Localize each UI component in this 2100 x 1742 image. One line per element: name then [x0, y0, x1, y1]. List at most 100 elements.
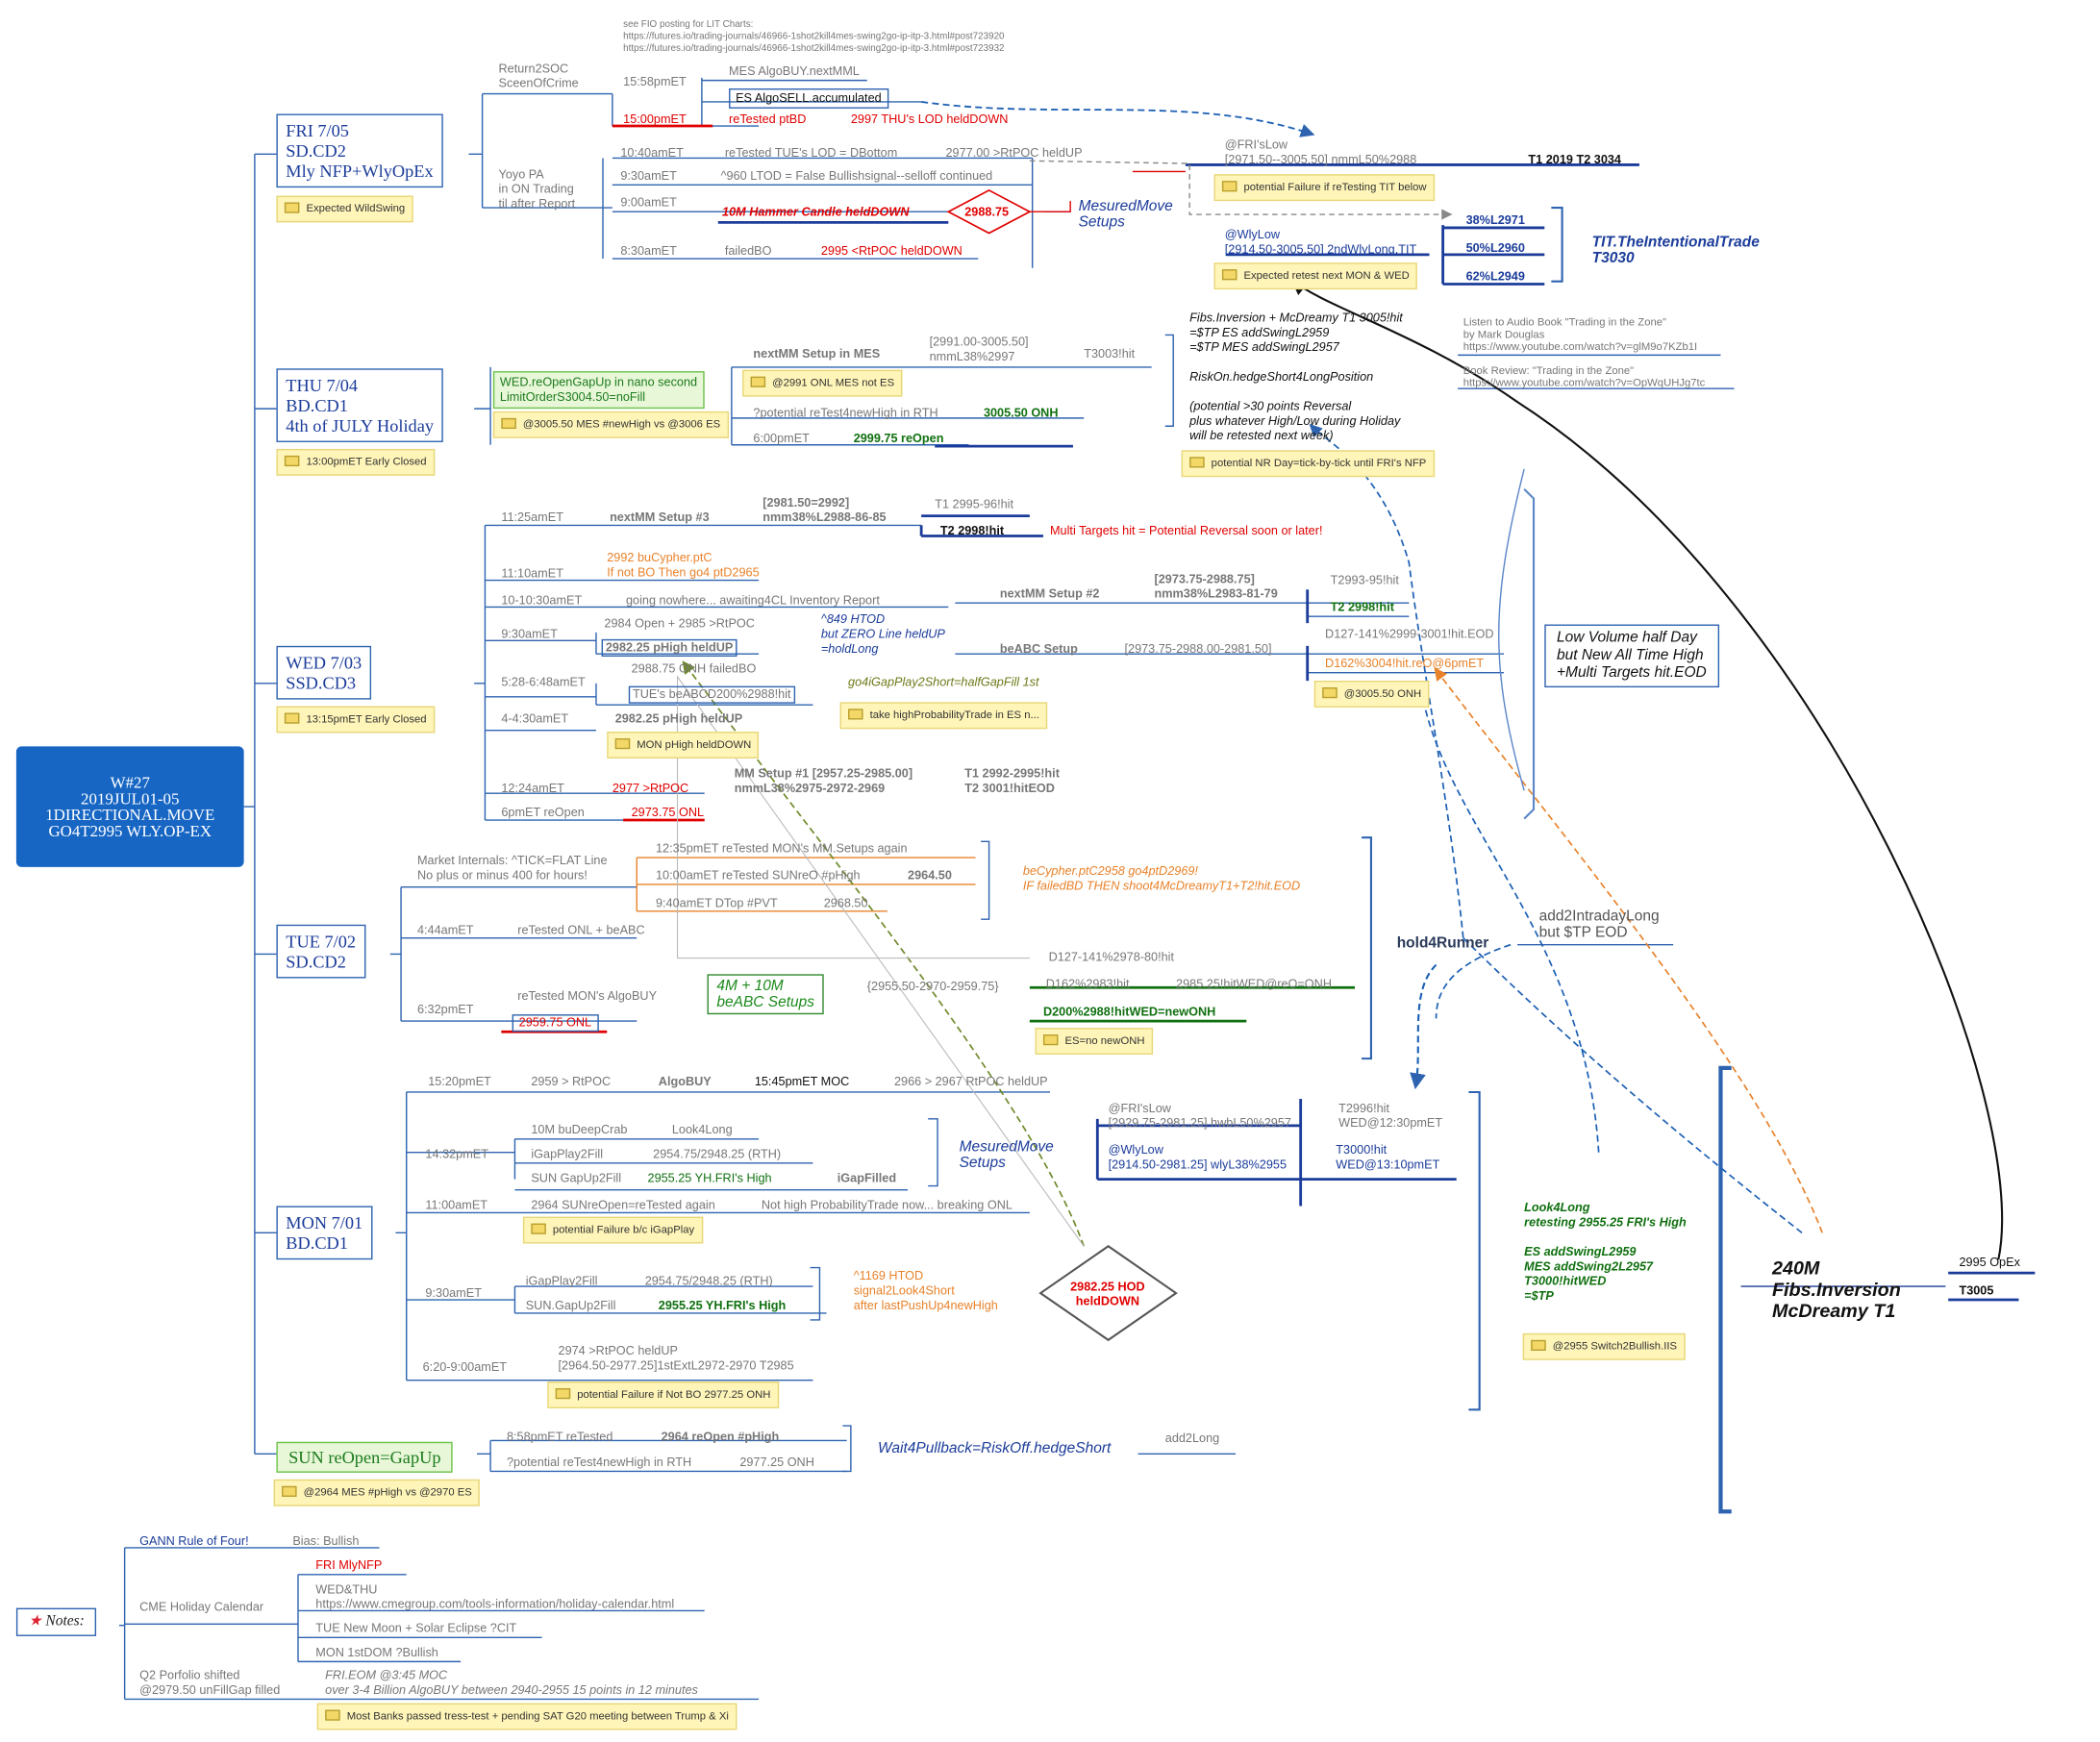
held-2974: 2974 >RtPOC heldUP [2964.50-2977.25]1stE…	[558, 1344, 794, 1373]
opex: 2995 OpEx	[1959, 1256, 2020, 1269]
retested-tue: reTested TUE's LOD = DBottom	[724, 145, 898, 160]
t3003: T3003!hit	[1084, 347, 1136, 361]
topic-tue[interactable]: TUE 7/02 SD.CD2	[276, 924, 365, 979]
note-onh3005[interactable]: @3005.50 ONH	[1313, 681, 1430, 708]
hod-2982: 2982.25 HOD heldDOWN	[1070, 1280, 1145, 1308]
note-banks[interactable]: Most Banks passed tress-test + pending S…	[316, 1703, 738, 1730]
mm1-targets: T1 2992-2995!hit T2 3001!hitEOD	[964, 766, 1060, 795]
t2993: T2993-95!hit	[1330, 573, 1399, 587]
fio-links[interactable]: see FIO posting for LIT Charts: https://…	[623, 19, 1005, 54]
time-1235: 12:35pmET reTested MON's MM.Setups again	[655, 841, 908, 856]
setups-4m: 4M + 10M beABC Setups	[707, 974, 824, 1015]
htod-849: ^849 HTOD but ZERO Line heldUP =holdLong	[820, 611, 945, 656]
time-1110: 11:10amET	[501, 566, 563, 581]
central-topic[interactable]: W#27 2019JUL01-05 1DIRECTIONAL.MOVE GO4T…	[15, 746, 244, 867]
wait4pullback: Wait4Pullback=RiskOff.hedgeShort	[878, 1440, 1112, 1457]
htod-1169: ^1169 HTOD signal2Look4Short after lastP…	[853, 1268, 998, 1312]
retest-rth: ?potential reTest4newHigh in RTH	[753, 406, 938, 420]
q2-portfolio: Q2 Porfolio shifted @2979.50 unFillGap f…	[139, 1668, 281, 1697]
star-icon: ★	[28, 1613, 42, 1630]
d162: D162%3004!hit.reO@6pmET	[1325, 656, 1485, 670]
time-1558: 15:58pmET	[623, 75, 687, 88]
topic-wed[interactable]: WED 7/03 SSD.CD3	[276, 645, 372, 700]
note-notbo[interactable]: potential Failure if Not BO 2977.25 ONH	[547, 1381, 779, 1408]
diamond-2988: 2988.75	[964, 205, 1010, 219]
note-highprob[interactable]: take highProbabilityTrade in ES n...	[839, 702, 1048, 730]
algobuy: AlgoBUY	[658, 1074, 712, 1088]
note-mon-phigh[interactable]: MON pHigh heldDOWN	[607, 732, 760, 759]
wly-low-2: @WlyLow [2914.50-2981.25] wlyL38%2955	[1108, 1142, 1288, 1172]
time-900: 9:00amET	[620, 195, 677, 210]
reopen-2999: 2999.75 reOpen	[853, 431, 944, 445]
reopen-2964: 2964 reOpen #pHigh	[661, 1430, 780, 1444]
look4long-block: Look4Long retesting 2955.25 FRI's High E…	[1524, 1200, 1687, 1303]
nmm-range: [2991.00-3005.50] nmmL38%2997	[929, 335, 1029, 363]
nmm2-range: [2973.75-2988.75] nmm38%L2983-81-79	[1154, 572, 1278, 601]
time-444: 4:44amET	[416, 923, 474, 937]
note-nr-day[interactable]: potential NR Day=tick-by-tick until FRI'…	[1181, 450, 1435, 478]
book-review[interactable]: Book Review: "Trading in the Zone" https…	[1462, 364, 1706, 389]
retested-mon: reTested MON's AlgoBUY	[517, 988, 658, 1003]
note-wly-low[interactable]: Expected retest next MON & WED	[1213, 262, 1418, 290]
big-240m: 240M Fibs.Inversion McDreamy T1	[1772, 1257, 1901, 1322]
igap2-v: 2954.75/2948.25 (RTH)	[644, 1274, 773, 1288]
tit-label: TIT.TheIntentionalTrade T3030	[1591, 234, 1760, 267]
val-2964: 2964.50	[908, 868, 952, 883]
time-1000: 10:00amET reTested SUNreO #pHigh	[655, 868, 861, 883]
onh-3005: 3005.50 ONH	[983, 406, 1059, 420]
wedthu[interactable]: WED&THU https://www.cmegroup.com/tools-i…	[315, 1582, 675, 1611]
d162b: D162%2983!hit	[1045, 977, 1130, 991]
fib-50: 50%L2960	[1465, 240, 1525, 255]
igap-v: 2954.75/2948.25 (RTH)	[653, 1147, 782, 1161]
time-1030: 10-10:30amET	[501, 593, 583, 608]
topic-mon[interactable]: MON 7/01 BD.CD1	[276, 1206, 373, 1260]
held-2966: 2966 > 2967 RtPOC heldUP	[893, 1074, 1048, 1088]
retested-ptbd: reTested ptBD	[729, 112, 807, 127]
fri-eom: FRI.EOM @3:45 MOC over 3-4 Billion AlgoB…	[325, 1668, 698, 1697]
notes-topic[interactable]: ★ Notes:	[15, 1607, 97, 1636]
note-sun[interactable]: @2964 MES #pHigh vs @2970 ES	[273, 1479, 481, 1506]
wed-gap: WED.reOpenGapUp in nano second LimitOrde…	[492, 371, 705, 410]
d127b: D127-141%2978-80!hit	[1048, 950, 1175, 964]
nextmm-3: nextMM Setup #3	[610, 510, 710, 524]
note-igap-fail[interactable]: potential Failure b/c iGapPlay	[522, 1216, 703, 1244]
phigh-2982: 2982.25 pHigh heldUP	[601, 638, 738, 657]
bias: Bias: Bullish	[292, 1533, 360, 1548]
time-44: 4-4:30amET	[501, 711, 569, 726]
fri-low: @FRI'sLow [2971.50--3005.50] nmmL50%2988	[1224, 137, 1417, 166]
audio-book[interactable]: Listen to Audio Book "Trading in the Zon…	[1462, 315, 1698, 353]
targets: T1 2019 T2 3034	[1528, 152, 1621, 166]
nextmm-mes: nextMM Setup in MES	[753, 347, 881, 361]
sunreopen: 2964 SUNreOpen=reTested again	[531, 1198, 715, 1212]
becypher: beCypher.ptC2958 go4ptD2969! IF failedBD…	[1022, 864, 1301, 893]
topic-sun[interactable]: SUN reOpen=GapUp	[276, 1441, 454, 1473]
note-onl[interactable]: @2991 ONL MES not ES	[742, 369, 903, 397]
note-fri-low[interactable]: potential Failure if reTesting TIT below	[1213, 174, 1436, 202]
fri-nfp: FRI MlyNFP	[315, 1558, 383, 1572]
topic-thu[interactable]: THU 7/04 BD.CD1 4th of JULY Holiday	[276, 368, 443, 442]
note-es-onh[interactable]: ES=no newONH	[1035, 1028, 1153, 1055]
time-600: 6:00pmET	[753, 431, 810, 445]
time-1224: 12:24amET	[501, 781, 564, 795]
note-switch[interactable]: @2955 Switch2Bullish.IIS	[1522, 1332, 1686, 1360]
hold4runner: hold4Runner	[1396, 934, 1489, 952]
topic-fri[interactable]: FRI 7/05 SD.CD2 Mly NFP+WlyOpEx	[276, 113, 443, 188]
note-fri[interactable]: Expected WildSwing	[276, 195, 413, 223]
notes-title: Notes:	[45, 1613, 85, 1630]
time-620: 6:20-9:00amET	[422, 1359, 508, 1374]
gann: GANN Rule of Four!	[139, 1533, 249, 1548]
return2soc: Return2SOC SceenOfCrime	[498, 62, 579, 90]
sun-gap2: SUN.GapUp2Fill	[525, 1298, 616, 1312]
t2-2998b: T2 2998!hit	[1330, 600, 1394, 614]
time-1432: 14:32pmET	[425, 1147, 488, 1161]
note-wed[interactable]: 13:15pmET Early Closed	[276, 706, 436, 734]
time-1125: 11:25amET	[501, 510, 563, 524]
low-volume: Low Volume half Day but New All Time Hig…	[1544, 624, 1719, 688]
hub-line: W#27	[110, 773, 150, 792]
failedbo: failedBO	[724, 243, 772, 258]
note-mes-newhigh[interactable]: @3005.50 MES #newHigh vs @3006 ES	[492, 411, 729, 438]
note-thu[interactable]: 13:00pmET Early Closed	[276, 448, 436, 476]
tue-moon: TUE New Moon + Solar Eclipse ?CIT	[315, 1621, 517, 1635]
igap2: iGapPlay2Fill	[525, 1274, 598, 1288]
time-1040: 10:40amET	[620, 145, 684, 160]
